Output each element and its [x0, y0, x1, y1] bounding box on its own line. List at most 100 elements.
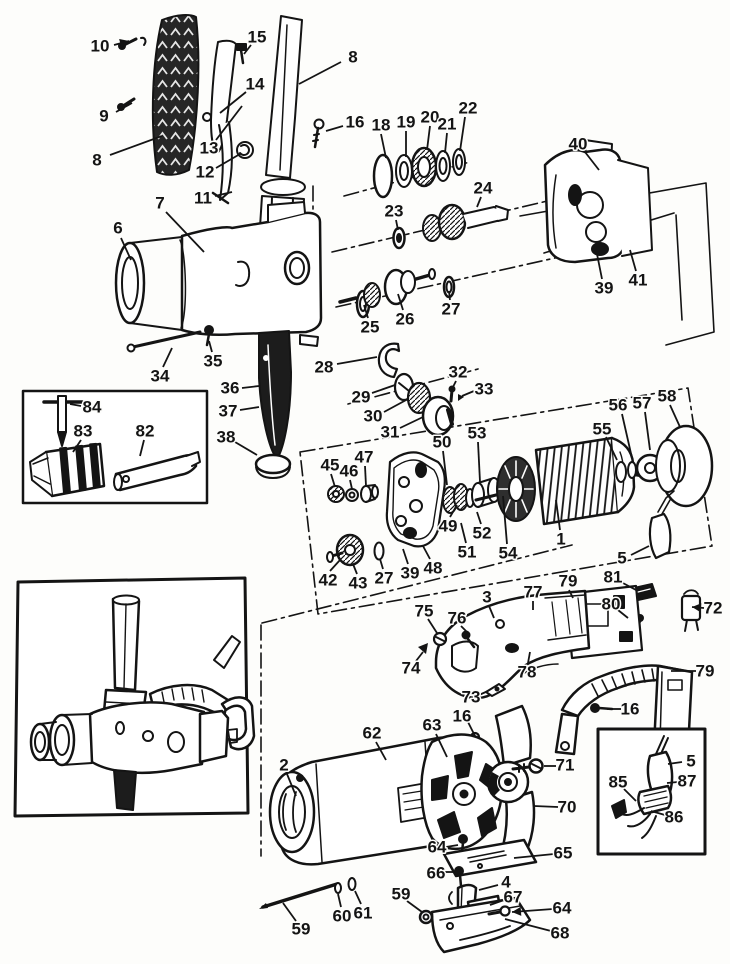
callout-label: 26: [396, 310, 415, 329]
callout-86: 86: [650, 806, 685, 828]
callout-label: 62: [363, 724, 382, 743]
leader-line: [460, 522, 467, 544]
washer-60: [334, 882, 342, 894]
leader-line: [650, 810, 666, 816]
leader-arrowhead: [692, 603, 702, 613]
leader-line: [363, 304, 369, 319]
detent-33: [458, 394, 464, 401]
leader-line: [435, 733, 448, 758]
washer-61: [347, 877, 357, 891]
leader-line: [621, 413, 633, 459]
leader-line: [617, 609, 629, 619]
callout-label: 42: [319, 571, 338, 590]
callout-33: 33: [461, 378, 495, 400]
callout-label: 13: [200, 139, 219, 158]
ring-22: [452, 148, 466, 176]
leader-line: [644, 411, 651, 451]
callout-67: 67: [489, 886, 524, 908]
screw-35: [204, 325, 214, 347]
callout-label: 41: [629, 271, 648, 290]
callout-71: 71: [544, 754, 576, 776]
leader-line: [399, 416, 424, 429]
leader-line: [298, 61, 342, 85]
leader-line: [69, 403, 82, 407]
spindle-chuck-screw: [258, 330, 292, 460]
callout-8: 8: [91, 135, 163, 171]
leader-line: [162, 347, 173, 368]
callout-label: 31: [381, 423, 400, 442]
leader-line: [513, 853, 555, 859]
callout-79: 79: [671, 660, 716, 682]
callout-label: 7: [155, 194, 164, 213]
leader-line: [352, 563, 358, 575]
callout-label: 79: [559, 572, 578, 591]
callout-11: 11: [193, 187, 233, 209]
plate-74: [418, 643, 428, 654]
callout-label: 50: [433, 433, 452, 452]
callout-label: 58: [658, 387, 677, 406]
leader-line: [241, 385, 260, 389]
callout-35: 35: [202, 340, 224, 372]
callout-label: 29: [352, 388, 371, 407]
leader-line: [165, 211, 205, 253]
callout-54: 54: [497, 495, 519, 564]
gear-20: [410, 146, 438, 188]
callout-label: 23: [385, 202, 404, 221]
callout-27: 27: [440, 290, 462, 320]
washer-46: [345, 488, 359, 502]
lock-washer-12: [236, 141, 254, 159]
callout-label: 5: [617, 549, 626, 568]
callout-label: 35: [204, 352, 223, 371]
callout-label: 54: [499, 544, 518, 563]
callout-79: 79: [557, 570, 579, 599]
leader-line: [215, 105, 243, 141]
callout-label: 43: [349, 574, 368, 593]
callout-label: 82: [136, 422, 155, 441]
callout-58: 58: [656, 385, 681, 428]
callout-label: 24: [474, 179, 493, 198]
cord-sleeve-upper: [648, 490, 675, 560]
callout-61: 61: [352, 890, 374, 924]
leader-line: [208, 340, 213, 353]
callout-label: 21: [438, 115, 457, 134]
leader-line: [115, 102, 133, 113]
washer-59: [418, 909, 434, 925]
callout-85: 85: [607, 771, 637, 802]
callout-label: 22: [459, 99, 478, 118]
callout-label: 60: [333, 907, 352, 926]
callout-label: 25: [361, 318, 380, 337]
leader-line: [402, 548, 409, 565]
callout-label: 81: [604, 568, 623, 587]
callout-label: 47: [355, 448, 374, 467]
leader-line: [533, 805, 559, 808]
callout-label: 70: [558, 798, 577, 817]
callout-70: 70: [533, 796, 578, 818]
callout-label: 76: [448, 609, 467, 628]
callout-49: 49: [437, 504, 459, 537]
retaining-ring-18: [372, 153, 394, 199]
leader-line: [215, 153, 241, 169]
callout-label: 4: [501, 873, 511, 892]
callout-29: 29: [350, 384, 396, 408]
callout-66: 66: [425, 862, 455, 884]
callout-30: 30: [362, 398, 409, 427]
callout-82: 82: [134, 420, 156, 457]
callout-label: 64: [553, 899, 572, 918]
leader-arrowhead: [512, 906, 522, 916]
callout-74: 74: [400, 651, 424, 679]
leader-line: [444, 132, 448, 154]
callout-34: 34: [149, 347, 173, 387]
callout-12: 12: [194, 153, 241, 183]
fan-deflector: [486, 704, 536, 860]
leader-line: [380, 133, 387, 159]
leader-line: [422, 545, 431, 560]
leader-line: [427, 618, 438, 634]
callout-62: 62: [361, 722, 387, 761]
side-handle-lever: [202, 39, 237, 205]
washer-23: [392, 226, 406, 250]
callout-label: 10: [91, 37, 110, 56]
callout-16: 16: [607, 698, 641, 720]
callout-label: 79: [696, 662, 715, 681]
callout-label: 39: [401, 564, 420, 583]
